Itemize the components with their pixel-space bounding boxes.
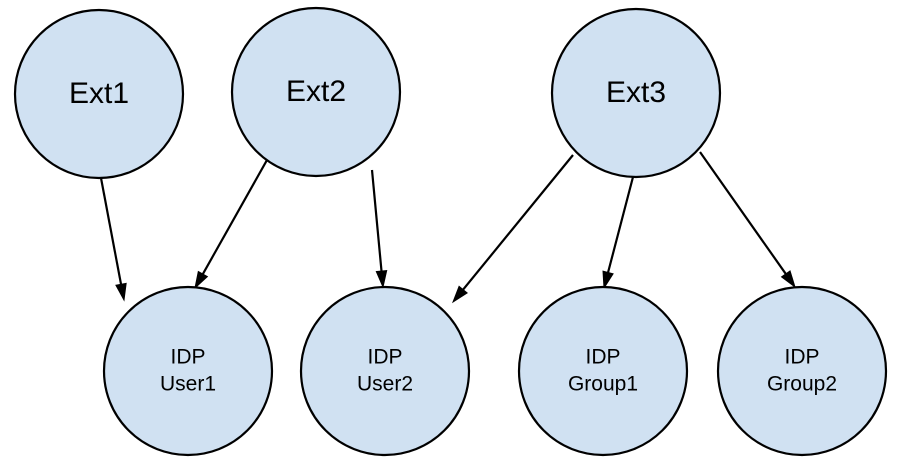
edge-line xyxy=(199,159,268,279)
edge-line xyxy=(605,176,635,277)
edge-ext3-to-user2 xyxy=(451,154,574,304)
node-circle-ext1[interactable] xyxy=(13,8,185,180)
edge-ext3-to-group2 xyxy=(699,151,796,289)
node-label-ext3: Ext3 xyxy=(606,76,666,109)
node-user1[interactable]: IDP User1 xyxy=(102,285,274,457)
node-label-group1-line1: IDP xyxy=(585,346,620,369)
node-user2[interactable]: IDP User2 xyxy=(299,285,471,457)
edge-ext2-to-user1 xyxy=(194,159,268,290)
node-group1[interactable]: IDP Group1 xyxy=(517,285,689,457)
edge-line xyxy=(370,169,383,276)
edge-ext3-to-group1 xyxy=(602,176,635,290)
node-label-ext2: Ext2 xyxy=(286,75,346,108)
node-ext1[interactable]: Ext1 xyxy=(13,8,185,180)
edge-line xyxy=(699,151,789,278)
node-label-ext1: Ext1 xyxy=(69,77,129,110)
node-circle-user1[interactable] xyxy=(102,285,274,457)
node-label-user2-line2: User2 xyxy=(357,373,413,396)
node-ext3[interactable]: Ext3 xyxy=(550,7,722,179)
node-circle-ext3[interactable] xyxy=(550,7,722,179)
node-label-user1-line2: User1 xyxy=(160,373,216,396)
node-label-group1-line2: Group1 xyxy=(568,373,638,396)
arrowhead-icon xyxy=(115,282,127,302)
node-label-group2-line1: IDP xyxy=(784,346,819,369)
arrowhead-icon xyxy=(451,285,468,304)
node-circle-user2[interactable] xyxy=(299,285,471,457)
edge-line xyxy=(99,177,123,289)
arrowhead-icon xyxy=(194,270,209,290)
node-label-group2-line2: Group2 xyxy=(767,373,837,396)
edge-ext2-to-user2 xyxy=(370,169,388,289)
edge-line xyxy=(459,154,574,294)
node-group2[interactable]: IDP Group2 xyxy=(716,285,888,457)
arrowhead-icon xyxy=(780,270,796,289)
node-circle-ext2[interactable] xyxy=(230,6,402,178)
edge-ext1-to-user1 xyxy=(99,177,127,302)
arrowhead-icon xyxy=(375,270,388,289)
node-label-user1-line1: IDP xyxy=(170,346,205,369)
node-circle-group2[interactable] xyxy=(716,285,888,457)
node-label-user2-line1: IDP xyxy=(367,346,402,369)
node-circle-group1[interactable] xyxy=(517,285,689,457)
arrowhead-icon xyxy=(602,270,614,290)
node-ext2[interactable]: Ext2 xyxy=(230,6,402,178)
edge-layer xyxy=(99,151,796,304)
